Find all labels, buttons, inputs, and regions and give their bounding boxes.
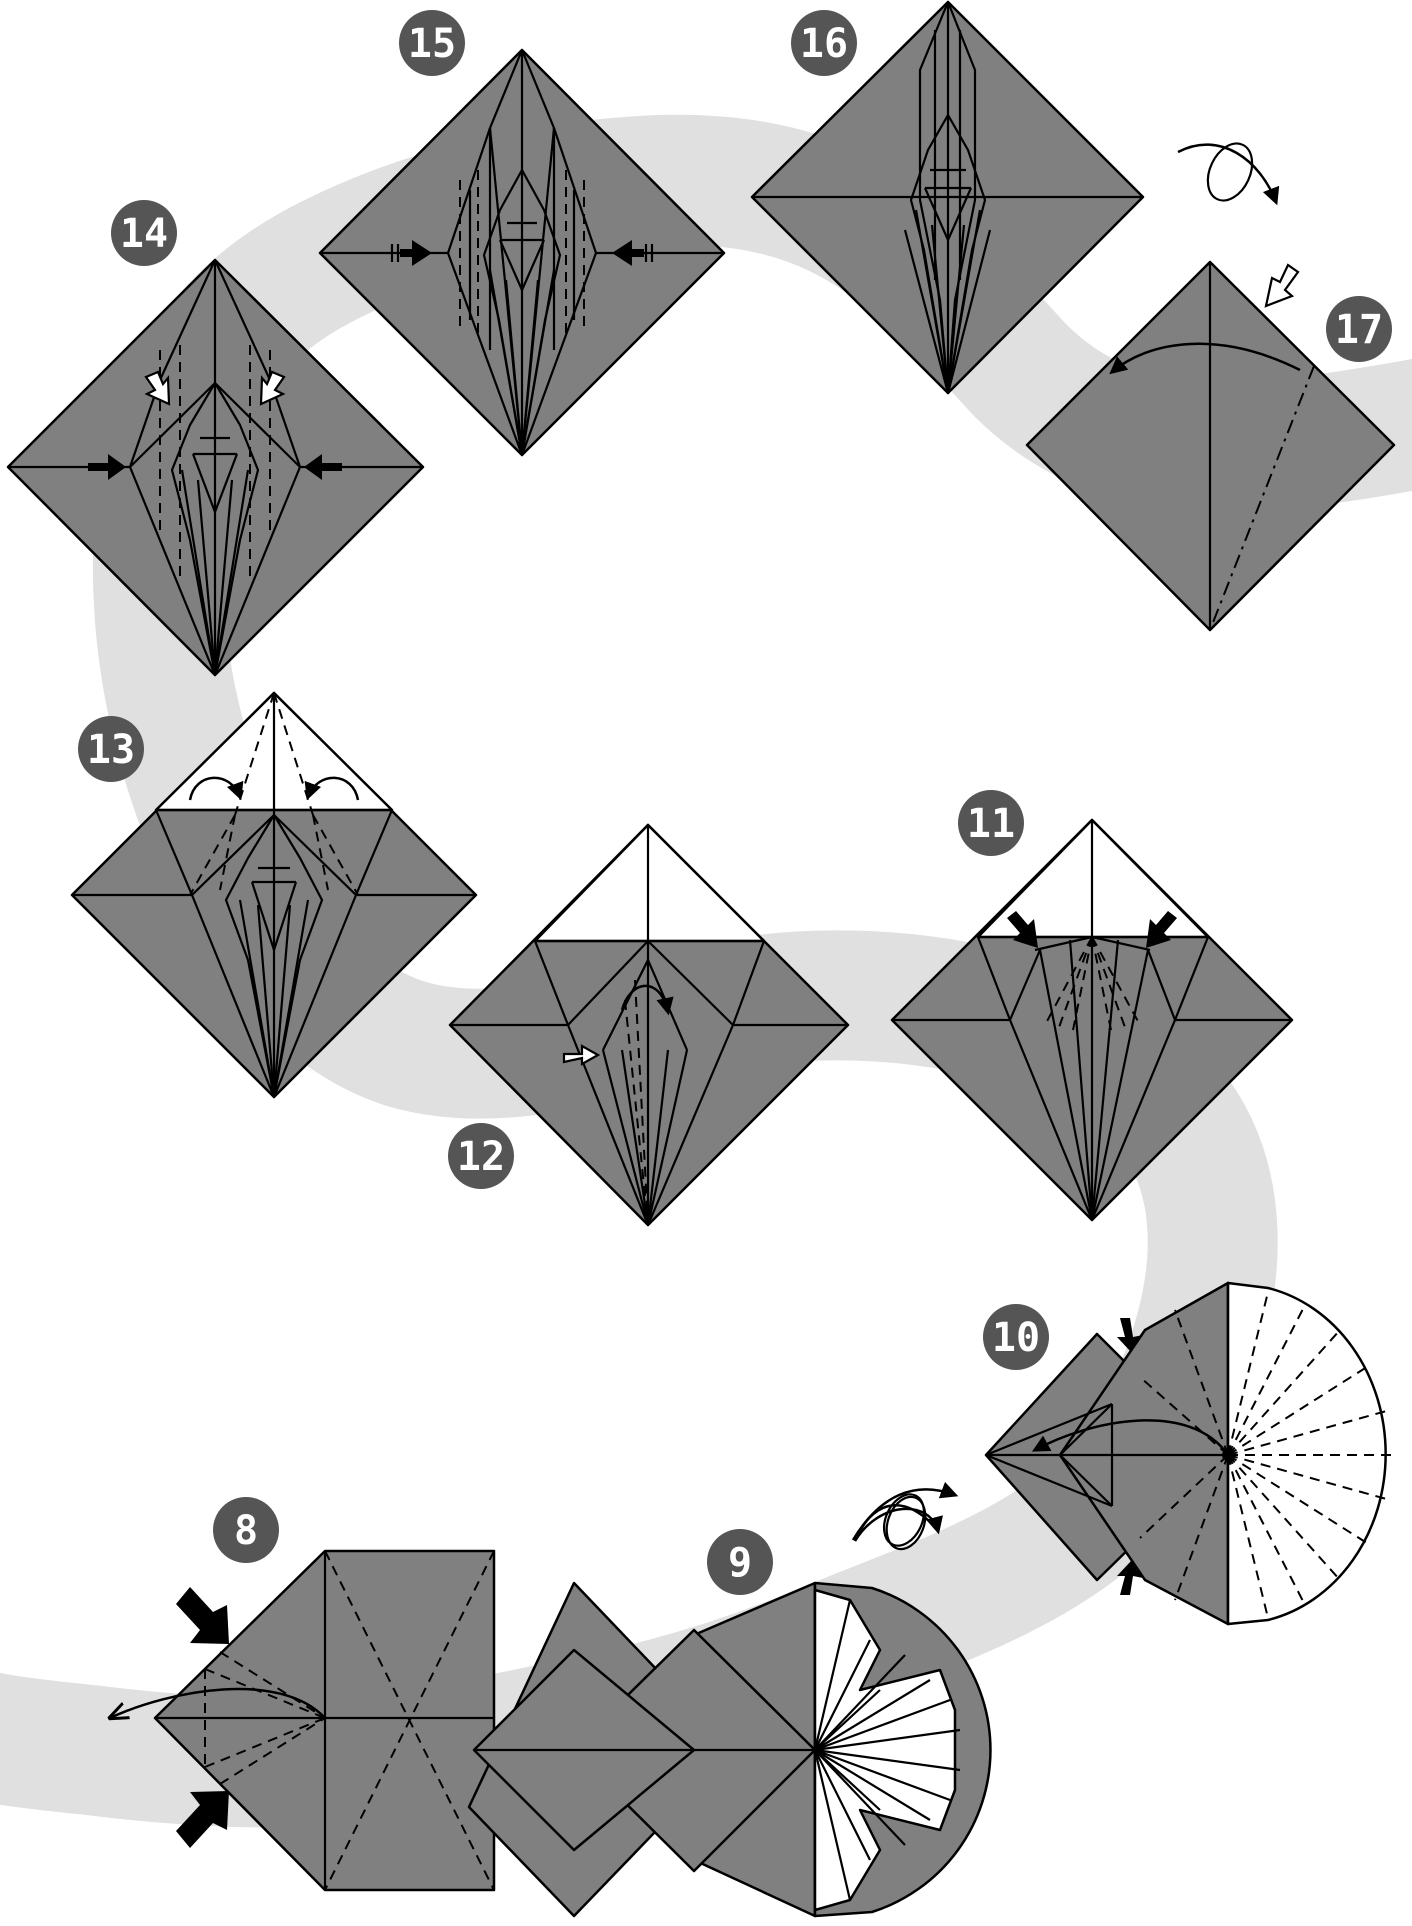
- step-badge-11: 11: [958, 790, 1024, 856]
- step-badge-10: 10: [983, 1304, 1049, 1370]
- step-number: 12: [457, 1134, 505, 1180]
- step-badge-17: 17: [1326, 296, 1392, 362]
- step-15-diagram: [320, 50, 724, 455]
- step-badge-9: 9: [707, 1529, 773, 1595]
- step-number: 8: [234, 1508, 258, 1554]
- step-number: 14: [120, 211, 168, 257]
- step-number: 11: [967, 801, 1015, 847]
- step-number: 13: [87, 727, 135, 773]
- step-number: 15: [408, 21, 456, 67]
- push-arrow-icon: [1266, 265, 1298, 306]
- step-number: 10: [992, 1315, 1040, 1361]
- step-badge-12: 12: [448, 1123, 514, 1189]
- step-number: 16: [800, 21, 848, 67]
- step-badge-8: 8: [213, 1497, 279, 1563]
- step-badge-13: 13: [78, 716, 144, 782]
- step-number: 9: [728, 1540, 752, 1586]
- step-badge-15: 15: [399, 10, 465, 76]
- step-14-diagram: [8, 260, 423, 675]
- step-badge-16: 16: [791, 10, 857, 76]
- step-8-diagram: [110, 1551, 494, 1890]
- turn-over-icon: [1178, 136, 1276, 207]
- step-badge-14: 14: [111, 200, 177, 266]
- step-number: 17: [1335, 307, 1383, 353]
